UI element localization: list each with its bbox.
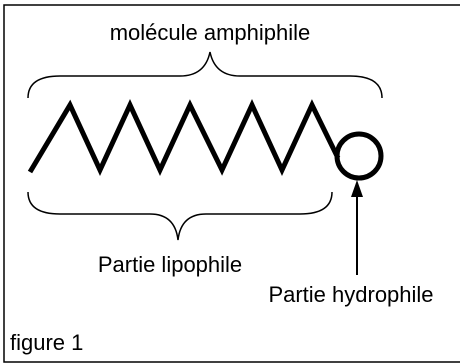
hydrophile-label: Partie hydrophile [268,282,433,307]
hydrophile-head [334,131,384,181]
hydrophile-arrow-head [351,180,363,197]
figure-frame [3,4,460,363]
figure-caption: figure 1 [10,330,83,355]
zigzag-chain [27,99,341,176]
lipophile-label: Partie lipophile [98,252,242,277]
molecule-label: molécule amphiphile [110,20,311,45]
molecule-brace [27,51,383,99]
lipophile-brace [27,191,333,241]
